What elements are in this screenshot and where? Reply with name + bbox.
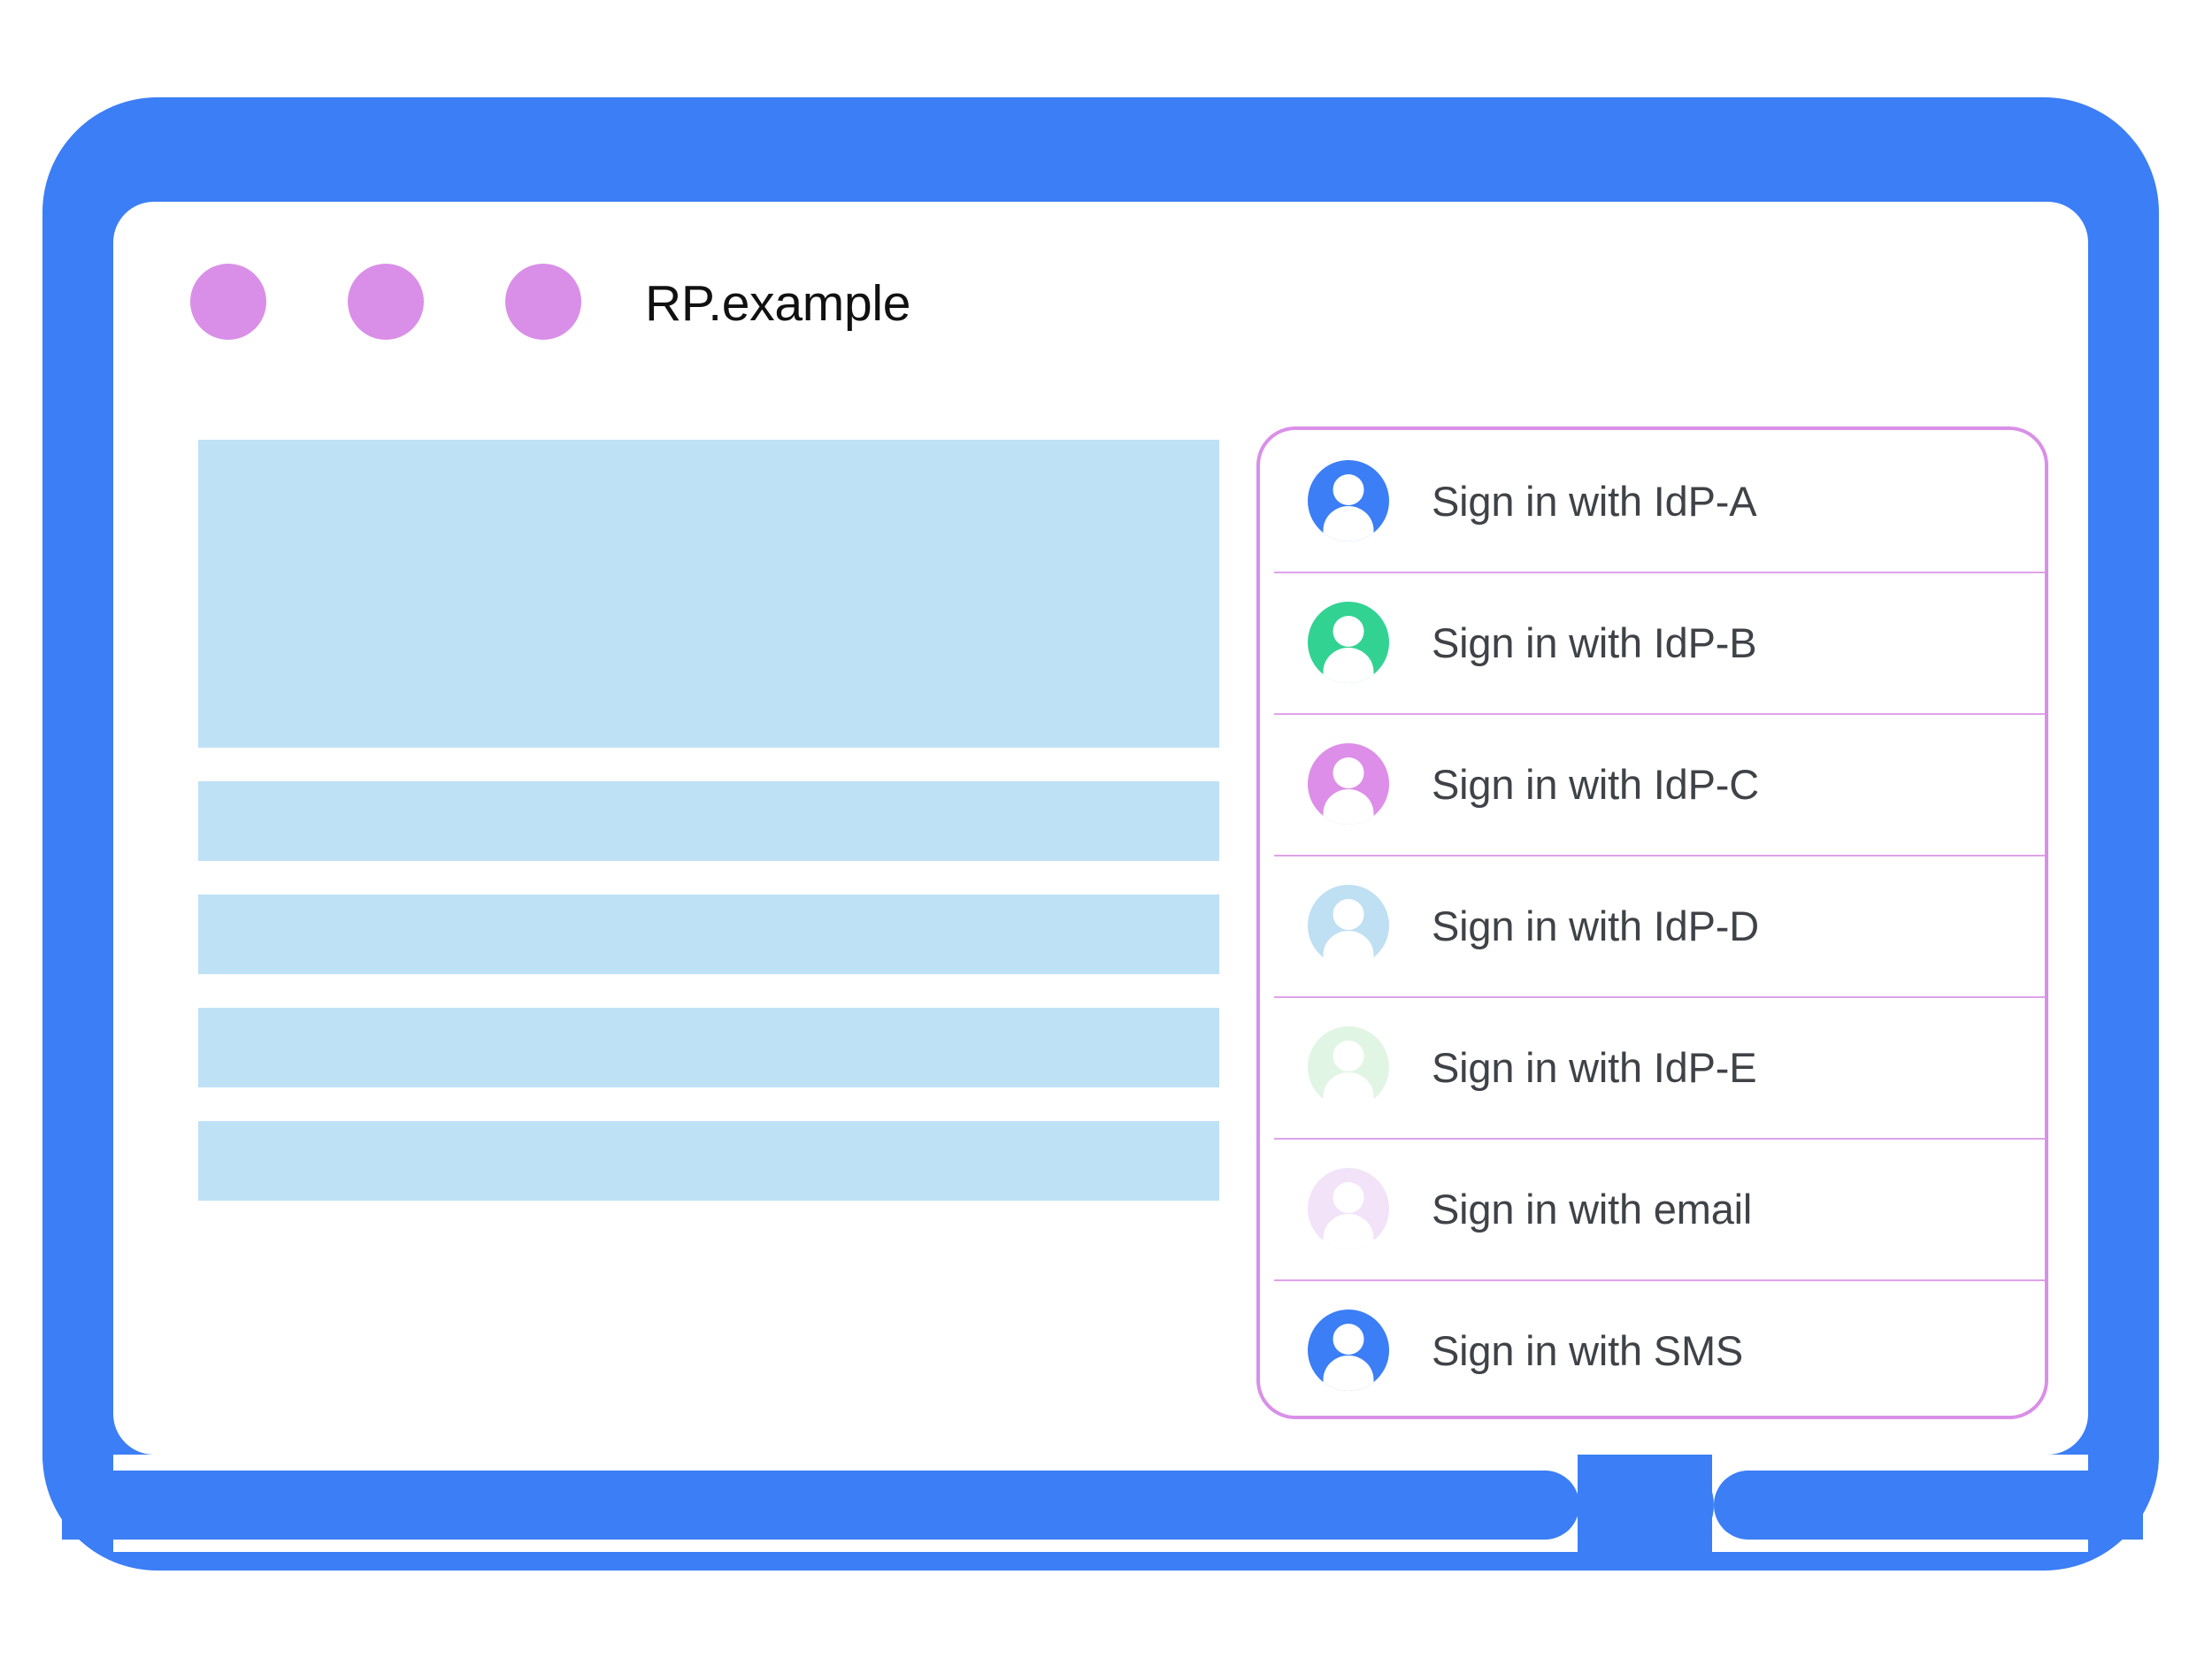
content-block-bar <box>198 895 1219 974</box>
signin-option-label: Sign in with IdP-A <box>1432 477 1757 525</box>
person-avatar-icon <box>1308 1026 1389 1108</box>
signin-option-label: Sign in with IdP-B <box>1432 618 1757 666</box>
signin-option-idp-b[interactable]: Sign in with IdP-B <box>1260 572 2045 713</box>
home-button[interactable] <box>1613 1455 1714 1555</box>
content-spacer <box>198 974 1219 1008</box>
signin-option-idp-d[interactable]: Sign in with IdP-D <box>1260 855 2045 996</box>
content-block-bar <box>198 1008 1219 1087</box>
person-avatar-icon <box>1308 885 1389 966</box>
signin-option-label: Sign in with IdP-E <box>1432 1043 1757 1091</box>
page-content-skeleton <box>198 440 1219 1201</box>
person-avatar-icon <box>1308 743 1389 825</box>
person-avatar-icon <box>1308 602 1389 683</box>
device-bottom-bar-left <box>62 1471 1579 1540</box>
device-bottom-bar-right <box>1714 1471 2143 1540</box>
signin-option-label: Sign in with SMS <box>1432 1326 1744 1374</box>
content-block-bar <box>198 781 1219 861</box>
page-title: RP.example <box>645 275 911 332</box>
window-dot-1-icon[interactable] <box>190 264 266 340</box>
signin-option-idp-e[interactable]: Sign in with IdP-E <box>1260 996 2045 1138</box>
signin-option-label: Sign in with IdP-D <box>1432 902 1759 949</box>
person-avatar-icon <box>1308 1168 1389 1249</box>
browser-titlebar: RP.example <box>113 257 2088 354</box>
content-spacer <box>198 748 1219 781</box>
signin-account-chooser: Sign in with IdP-A Sign in with IdP-B Si… <box>1256 426 2048 1419</box>
signin-option-idp-a[interactable]: Sign in with IdP-A <box>1260 430 2045 572</box>
content-block-hero <box>198 440 1219 748</box>
window-dot-3-icon[interactable] <box>505 264 581 340</box>
signin-option-sms[interactable]: Sign in with SMS <box>1260 1279 2045 1416</box>
content-spacer <box>198 861 1219 895</box>
person-avatar-icon <box>1308 460 1389 541</box>
signin-option-email[interactable]: Sign in with email <box>1260 1138 2045 1279</box>
signin-option-label: Sign in with email <box>1432 1185 1753 1233</box>
signin-option-label: Sign in with IdP-C <box>1432 760 1759 808</box>
content-block-bar <box>198 1121 1219 1201</box>
signin-option-idp-c[interactable]: Sign in with IdP-C <box>1260 713 2045 855</box>
content-spacer <box>198 1087 1219 1121</box>
person-avatar-icon <box>1308 1310 1389 1391</box>
window-dot-2-icon[interactable] <box>348 264 424 340</box>
